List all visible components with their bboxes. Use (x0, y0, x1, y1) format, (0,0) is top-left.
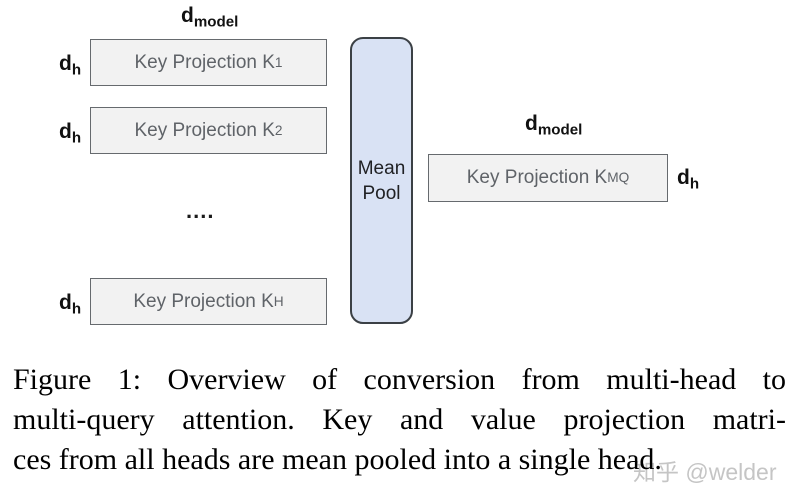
caption-line-2: multi-query attention. Key and value pro… (13, 403, 786, 436)
dim-head-label-h: dh (59, 291, 82, 318)
dim-head-subscript: h (689, 175, 700, 193)
mean-pool-label-line1: Mean (357, 157, 406, 179)
mean-pool-label-line2: Pool (362, 182, 401, 204)
dim-head-subscript: h (71, 300, 82, 318)
dim-head-base: d (59, 120, 72, 143)
dim-model-subscript: model (537, 121, 583, 139)
caption-line-3: ces from all heads are mean pooled into … (13, 443, 662, 476)
ellipsis-dots: .... (186, 198, 215, 223)
dim-model-base: d (525, 112, 538, 135)
key-projection-label: Key Projection K (133, 290, 274, 312)
watermark: 知乎 @welder (633, 459, 777, 485)
dim-head-label-1: dh (59, 52, 82, 79)
dim-head-label-2: dh (59, 120, 82, 147)
dim-model-label-right: dmodel (525, 112, 583, 139)
caption-line-1: Figure 1: Overview of conversion from mu… (13, 363, 786, 396)
dim-head-subscript: h (71, 61, 82, 79)
dim-head-label-mq: dh (677, 166, 700, 193)
mean-pool-block: Mean Pool (350, 37, 413, 324)
dim-model-base: d (181, 4, 194, 27)
figure-caption: Figure 1: Overview of conversion from mu… (13, 360, 786, 480)
dim-head-subscript: h (71, 129, 82, 147)
dim-model-subscript: model (193, 13, 239, 31)
dim-head-base: d (677, 166, 690, 189)
key-projection-label: Key Projection K (134, 51, 275, 73)
dim-model-label-left: dmodel (181, 4, 239, 31)
key-projection-label: Key Projection K (466, 167, 608, 188)
key-projection-label: Key Projection K (134, 119, 275, 141)
dim-head-base: d (59, 52, 72, 75)
dim-head-base: d (59, 291, 72, 314)
